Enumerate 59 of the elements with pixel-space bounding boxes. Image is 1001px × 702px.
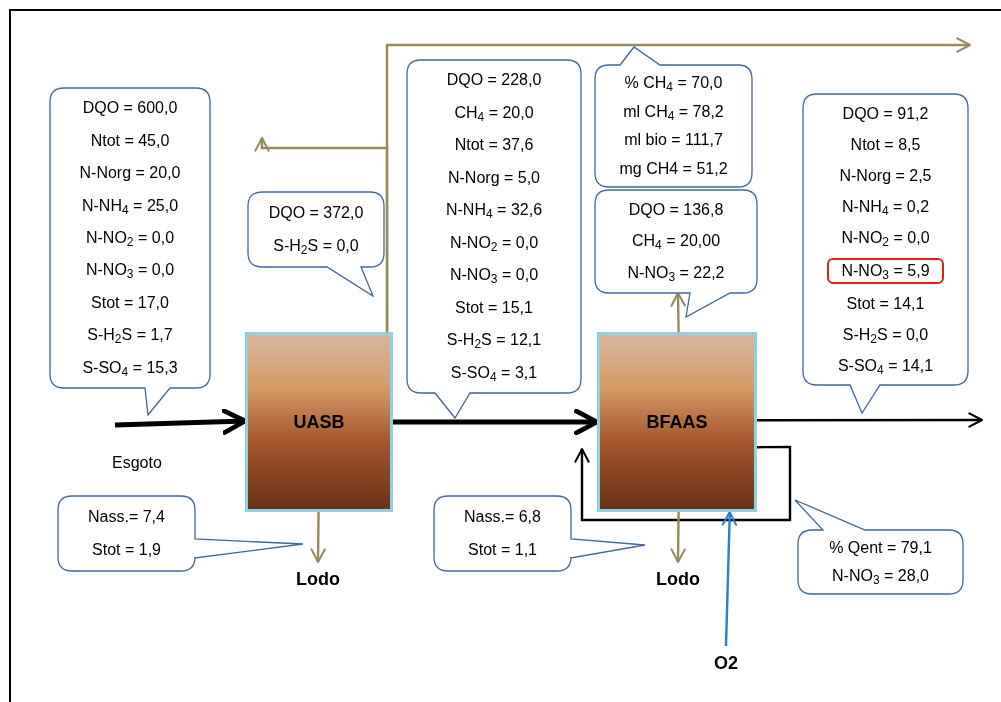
inflow-label: Esgoto (112, 453, 162, 473)
output-label: Lodo (292, 566, 344, 592)
value-text: N-Norg = 5,0 (447, 167, 540, 188)
value-text: N-NO$_{3}$ = 0,0 (85, 260, 175, 282)
value-text: Stot = 14,1 (846, 293, 925, 314)
value-text: Stot = 1,9 (92, 540, 161, 561)
value-text: DQO = 136,8 (628, 199, 724, 220)
value-text: S-H$_{2}$S = 1,7 (87, 325, 173, 347)
value-text: Stot = 15,1 (455, 297, 533, 318)
value-text: ml bio = 111,7 (624, 130, 723, 151)
highlight-box (827, 257, 944, 284)
output-label: O2 (708, 650, 744, 676)
value-text: N-NO$_{3}$ = 28,0 (832, 566, 929, 587)
value-text: % Qent = 79,1 (829, 538, 932, 558)
value-text: Stot = 1,1 (468, 540, 537, 561)
arrow (670, 512, 686, 563)
arrow (670, 292, 686, 333)
value-text: N-NO$_{3}$ = 0,0 (449, 265, 539, 287)
value-text: DQO = 228,0 (446, 70, 542, 91)
value-text: Nass.= 7,4 (88, 506, 165, 527)
value-text: S-SO$_{4}$ = 14,1 (837, 355, 934, 377)
value-text: N-NO$_{3}$ = 22,2 (627, 263, 725, 285)
arrow (310, 512, 326, 563)
value-text: S-H$_{2}$S = 0,0 (273, 236, 359, 258)
value-text: Ntot = 37,6 (454, 135, 534, 156)
value-text: DQO = 600,0 (82, 98, 178, 119)
value-text: Nass.= 6,8 (464, 506, 541, 527)
value-text: Ntot = 45,0 (90, 130, 170, 151)
value-text: % CH$_{4}$ = 70,0 (624, 73, 723, 95)
arrow (757, 412, 983, 428)
arrow (574, 445, 792, 522)
value-text: N-NH$_{4}$ = 25,0 (81, 195, 179, 217)
value-text: N-NH$_{4}$ = 0,2 (841, 196, 930, 218)
value-text: CH$_{4}$ = 20,00 (631, 231, 721, 253)
value-text: S-SO$_{4}$ = 15,3 (82, 357, 178, 379)
value-text: ml CH$_{4}$ = 78,2 (623, 101, 724, 123)
value-text: N-NO$_{2}$ = 0,0 (841, 227, 930, 249)
value-text: Ntot = 8,5 (850, 134, 921, 155)
value-text: mg CH4 = 51,2 (619, 158, 728, 179)
output-label: Lodo (652, 566, 704, 592)
reactor-tank (597, 332, 757, 512)
reactor-label: UASB (293, 410, 345, 434)
reactor-label: BFAAS (646, 410, 708, 434)
value-text: Stot = 17,0 (91, 292, 169, 313)
value-text: S-SO$_{4}$ = 3,1 (450, 362, 538, 384)
value-text: N-NO$_{3}$ = 5,9 (841, 260, 930, 282)
value-text: S-H$_{2}$S = 0,0 (842, 324, 929, 346)
value-text: N-Norg = 20,0 (79, 163, 181, 184)
arrow (721, 511, 738, 647)
reactor-tank (245, 332, 393, 512)
value-text: N-Norg = 2,5 (839, 165, 932, 186)
value-text: DQO = 91,2 (842, 103, 929, 124)
value-text: DQO = 372,0 (268, 202, 364, 223)
value-text: CH$_{4}$ = 20,0 (454, 102, 534, 124)
value-text: N-NO$_{2}$ = 0,0 (449, 232, 539, 254)
value-text: N-NO$_{2}$ = 0,0 (85, 227, 175, 249)
value-text: S-H$_{2}$S = 12,1 (446, 330, 542, 352)
arrow (254, 137, 389, 332)
value-text: N-NH$_{4}$ = 32,6 (445, 200, 543, 222)
